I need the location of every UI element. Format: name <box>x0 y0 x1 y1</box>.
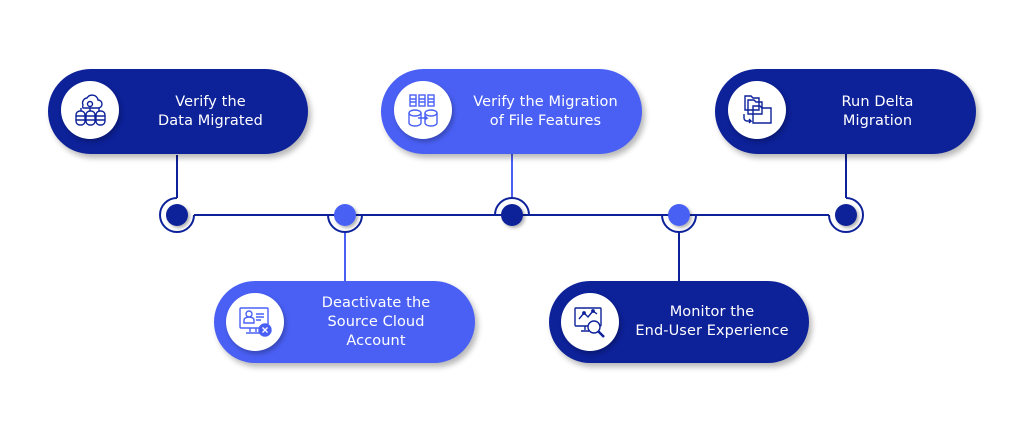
node-dot-4 <box>668 204 690 226</box>
node-dot-2 <box>334 204 356 226</box>
step-verify-data-migrated: Verify the Data Migrated <box>48 69 308 154</box>
node-ring-3 <box>494 197 530 216</box>
step-label: Verify the Data Migrated <box>158 94 263 129</box>
node-ring-1 <box>159 197 195 233</box>
node-dot-5 <box>835 204 857 226</box>
folder-sync-icon <box>728 81 786 139</box>
node-ring-4 <box>661 214 697 233</box>
node-dot-1 <box>166 204 188 226</box>
node-ring-5 <box>828 197 864 233</box>
step-run-delta-migration: Run Delta Migration <box>715 69 976 154</box>
database-transfer-icon <box>394 81 452 139</box>
monitor-analytics-icon <box>561 293 619 351</box>
step-label: Deactivate the Source Cloud Account <box>321 295 431 349</box>
step-verify-file-features: Verify the Migration of File Features <box>381 69 642 154</box>
node-dot-3 <box>501 204 523 226</box>
step-label: Run Delta Migration <box>841 94 914 129</box>
step-label: Verify the Migration of File Features <box>473 94 618 129</box>
node-ring-2 <box>327 214 363 233</box>
account-deactivate-icon <box>226 293 284 351</box>
cloud-database-icon <box>61 81 119 139</box>
step-monitor-end-user-experience: Monitor the End-User Experience <box>549 281 809 363</box>
step-deactivate-source-account: Deactivate the Source Cloud Account <box>214 281 475 363</box>
step-label: Monitor the End-User Experience <box>635 304 789 339</box>
